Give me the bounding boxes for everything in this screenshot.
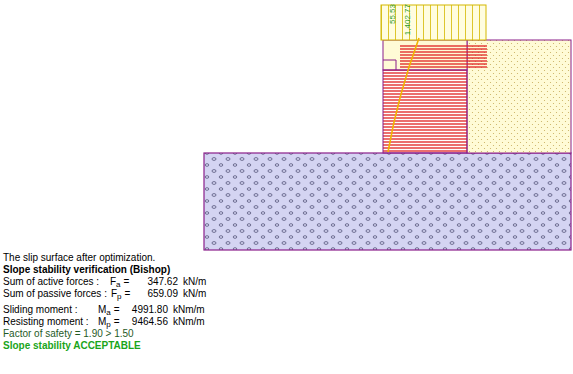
row-label: Sliding moment : — [3, 304, 77, 316]
heading: Slope stability verification (Bishop) — [3, 264, 170, 276]
symbol: M — [98, 316, 106, 328]
unit: kNm/m — [173, 304, 205, 316]
value: 4991.80 — [132, 304, 168, 316]
subsoil — [204, 153, 571, 250]
surcharge-load-outline — [381, 5, 486, 40]
unit: kN/m — [183, 288, 206, 300]
equals: = — [114, 316, 120, 328]
value: 347.62 — [147, 276, 178, 288]
load-value: 55.53 — [388, 4, 397, 24]
value: 9464.56 — [132, 316, 168, 328]
unit: kN/m — [183, 276, 206, 288]
equals: = — [124, 276, 130, 288]
equals: = — [125, 288, 131, 300]
subscript: a — [106, 307, 110, 319]
symbol: M — [98, 304, 106, 316]
row-label: Resisting moment : — [3, 316, 89, 328]
symbol: F — [110, 276, 116, 288]
value: 659.09 — [147, 288, 178, 300]
subscript: p — [117, 291, 121, 303]
load-value: 1,402.77 — [403, 4, 412, 35]
step-outline — [383, 60, 396, 70]
caption-note: The slip surface after optimization. — [3, 252, 155, 264]
slip-surface — [388, 38, 419, 152]
row-label: Sum of active forces : — [3, 276, 99, 288]
unit: kNm/m — [173, 316, 205, 328]
symbol: F — [111, 288, 117, 300]
factor-of-safety: Factor of safety = 1.90 > 1.50 — [3, 328, 134, 340]
surcharge-load — [381, 5, 486, 40]
verdict: Slope stability ACCEPTABLE — [3, 340, 141, 352]
reinforced-block — [383, 70, 467, 153]
row-label: Sum of passive forces : — [3, 288, 107, 300]
equals: = — [114, 304, 120, 316]
subsoil-outline — [204, 153, 571, 250]
